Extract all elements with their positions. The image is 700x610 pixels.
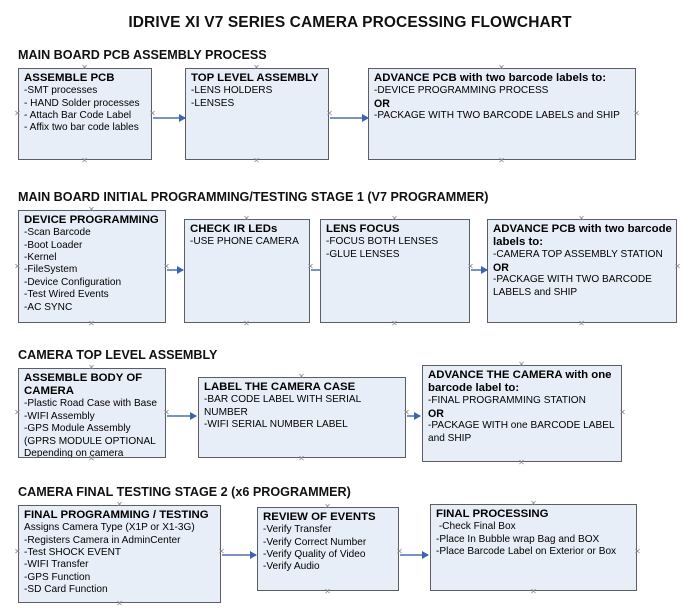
connector-review-of-events-to-final-processing bbox=[400, 550, 429, 559]
box-line: -GPS Module Assembly bbox=[24, 423, 131, 435]
box-line: -Test Wired Events bbox=[24, 289, 109, 301]
box-title: ADVANCE PCB with two barcode labels to: bbox=[374, 72, 607, 84]
box-line: -PACKAGE WITH one BARCODE LABEL and SHIP bbox=[428, 420, 618, 444]
box-line: -Boot Loader bbox=[24, 239, 83, 251]
page-title: IDRIVE XI V7 SERIES CAMERA PROCESSING FL… bbox=[128, 14, 572, 31]
box-line: -Plastic Road Case with Base bbox=[24, 398, 157, 410]
box-line: -SMT processes bbox=[24, 85, 98, 97]
section-header-camera-final-testing-stage-2: CAMERA FINAL TESTING STAGE 2 (x6 PROGRAM… bbox=[18, 485, 351, 499]
box-line: -LENSES bbox=[191, 97, 235, 109]
box-line: -WIFI Transfer bbox=[24, 559, 89, 571]
box-line-or: OR bbox=[428, 407, 444, 420]
box-line: -PACKAGE WITH TWO BARCODE LABELS and SHI… bbox=[374, 110, 620, 122]
box-line-or: OR bbox=[374, 97, 390, 110]
box-line: Assigns Camera Type (X1P or X1-3G) bbox=[24, 522, 195, 534]
box-advance-the-camera-one-barcode-label[interactable]: ADVANCE THE CAMERA with one barcode labe… bbox=[422, 365, 622, 462]
section-header-camera-top-level-assembly: CAMERA TOP LEVEL ASSEMBLY bbox=[18, 348, 218, 362]
connector-assemble-body-to-label-camera-case bbox=[167, 411, 197, 420]
box-line: -Place In Bubble wrap Bag and BOX bbox=[436, 533, 600, 545]
box-title: ADVANCE THE CAMERA with one barcode labe… bbox=[428, 369, 615, 395]
box-line: -WIFI Assembly bbox=[24, 410, 95, 422]
box-title: FINAL PROCESSING bbox=[436, 508, 549, 520]
box-check-ir-leds[interactable]: CHECK IR LEDs -USE PHONE CAMERA bbox=[184, 219, 310, 323]
box-line: -CAMERA TOP ASSEMBLY STATION bbox=[493, 249, 663, 261]
section-header-main-board-initial-programming-testing-stage-1: MAIN BOARD INITIAL PROGRAMMING/TESTING S… bbox=[18, 190, 489, 204]
box-review-of-events[interactable]: REVIEW OF EVENTS -Verify Transfer -Verif… bbox=[257, 507, 399, 591]
box-line-or: OR bbox=[493, 261, 509, 274]
box-title: ASSEMBLE BODY OF CAMERA bbox=[24, 372, 146, 398]
box-line: -Scan Barcode bbox=[24, 227, 91, 239]
box-line: - Attach Bar Code Label bbox=[24, 110, 132, 122]
box-line: -Verify Quality of Video bbox=[263, 549, 366, 561]
box-device-programming[interactable]: DEVICE PROGRAMMING -Scan Barcode -Boot L… bbox=[18, 210, 166, 323]
box-line: -BAR CODE LABEL WITH SERIAL NUMBER bbox=[204, 394, 364, 418]
section-header-main-board-pcb-assembly-process: MAIN BOARD PCB ASSEMBLY PROCESS bbox=[18, 48, 267, 62]
box-line: -AC SYNC bbox=[24, 301, 73, 313]
box-line: -PACKAGE WITH TWO BARCODE LABELS and SHI… bbox=[493, 274, 655, 298]
box-line: -Verify Correct Number bbox=[263, 536, 367, 548]
box-title: DEVICE PROGRAMMING bbox=[24, 214, 159, 226]
box-title: FINAL PROGRAMMING / TESTING bbox=[24, 509, 209, 521]
box-line: -Kernel bbox=[24, 252, 57, 264]
box-line: -FINAL PROGRAMMING STATION bbox=[428, 395, 586, 407]
arrow-head-icon bbox=[177, 265, 184, 274]
connector-label-camera-case-to-advance-camera bbox=[407, 411, 421, 420]
box-title: ADVANCE PCB with two barcode labels to: bbox=[493, 223, 676, 249]
arrow-head-icon bbox=[190, 411, 197, 420]
box-line: -GPS Function bbox=[24, 571, 91, 583]
box-line: -GLUE LENSES bbox=[326, 248, 400, 260]
box-line: -Verify Transfer bbox=[263, 524, 332, 536]
box-title: LABEL THE CAMERA CASE bbox=[204, 381, 356, 393]
box-line: (GPRS MODULE OPTIONAL bbox=[24, 435, 156, 447]
box-final-processing[interactable]: FINAL PROCESSING -Check Final Box -Place… bbox=[430, 504, 637, 591]
box-line: -WIFI SERIAL NUMBER LABEL bbox=[204, 419, 348, 431]
box-final-programming-testing[interactable]: FINAL PROGRAMMING / TESTING Assigns Came… bbox=[18, 505, 221, 603]
connector-device-programming-to-check-ir-leds bbox=[167, 265, 184, 274]
box-title: ASSEMBLE PCB bbox=[24, 72, 115, 84]
arrow-head-icon bbox=[422, 550, 429, 559]
connector-final-programming-to-review-of-events bbox=[222, 550, 257, 559]
arrow-head-icon bbox=[481, 265, 488, 274]
connector-assemble-pcb-to-top-level-assembly bbox=[153, 113, 186, 122]
box-title: CHECK IR LEDs bbox=[190, 223, 278, 235]
box-line: -Verify Audio bbox=[263, 561, 320, 573]
box-assemble-pcb[interactable]: ASSEMBLE PCB -SMT processes - HAND Solde… bbox=[18, 68, 152, 160]
box-line: -LENS HOLDERS bbox=[191, 85, 273, 97]
box-line: -Test SHOCK EVENT bbox=[24, 547, 122, 559]
connector-lens-focus-to-advance-pcb bbox=[471, 265, 488, 274]
arrow-head-icon bbox=[250, 550, 257, 559]
box-line: - HAND Solder processes bbox=[24, 97, 140, 109]
box-line: -DEVICE PROGRAMMING PROCESS bbox=[374, 85, 549, 97]
box-line: Depending on camera version) bbox=[24, 448, 124, 458]
box-line: -Check Final Box bbox=[436, 521, 516, 533]
box-line: -Registers Camera in AdminCenter bbox=[24, 534, 181, 546]
box-line: -FileSystem bbox=[24, 264, 78, 276]
connector-top-level-assembly-to-advance-pcb bbox=[330, 113, 369, 122]
box-top-level-assembly[interactable]: TOP LEVEL ASSEMBLY -LENS HOLDERS -LENSES bbox=[185, 68, 329, 160]
arrow-head-icon bbox=[362, 113, 369, 122]
box-title: TOP LEVEL ASSEMBLY bbox=[191, 72, 319, 84]
box-lens-focus[interactable]: LENS FOCUS -FOCUS BOTH LENSES -GLUE LENS… bbox=[320, 219, 470, 323]
box-label-the-camera-case[interactable]: LABEL THE CAMERA CASE -BAR CODE LABEL WI… bbox=[198, 377, 406, 458]
box-line: -SD Card Function bbox=[24, 584, 108, 596]
box-title: REVIEW OF EVENTS bbox=[263, 511, 376, 523]
box-line: - Affix two bar code lables bbox=[24, 122, 139, 134]
box-line: -FOCUS BOTH LENSES bbox=[326, 236, 439, 248]
arrow-head-icon bbox=[179, 113, 186, 122]
arrow-head-icon bbox=[414, 411, 421, 420]
box-advance-pcb-two-barcode-labels[interactable]: ADVANCE PCB with two barcode labels to: … bbox=[368, 68, 636, 160]
box-advance-pcb-to-camera-top-assembly[interactable]: ADVANCE PCB with two barcode labels to: … bbox=[487, 219, 677, 323]
box-line: -USE PHONE CAMERA bbox=[190, 236, 299, 248]
box-line: -Place Barcode Label on Exterior or Box bbox=[436, 546, 617, 558]
box-line: -Device Configuration bbox=[24, 276, 122, 288]
box-title: LENS FOCUS bbox=[326, 223, 400, 235]
box-assemble-body-of-camera[interactable]: ASSEMBLE BODY OF CAMERA -Plastic Road Ca… bbox=[18, 368, 166, 458]
